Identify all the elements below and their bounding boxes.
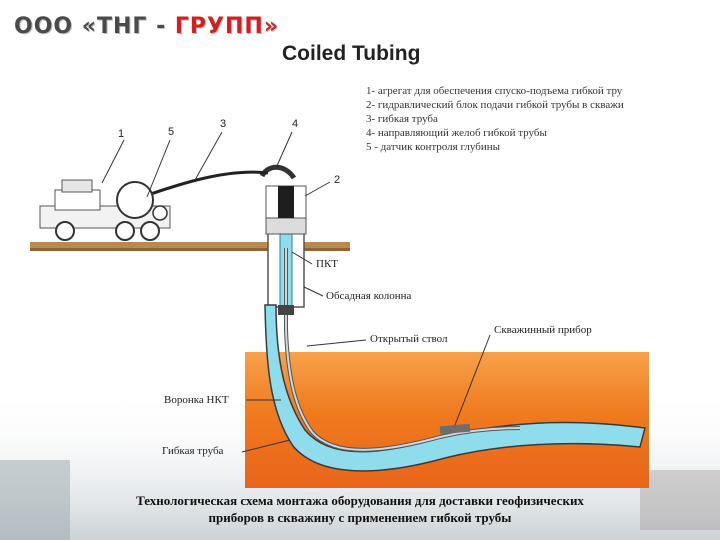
wheel xyxy=(55,221,75,241)
background-building xyxy=(0,460,70,540)
company-logo: ООО «ТНГ - ГРУПП» xyxy=(14,14,279,39)
callout-number: 2 xyxy=(334,174,341,186)
legend-item: 3- гибкая труба xyxy=(366,113,438,125)
background-vehicle xyxy=(640,470,720,530)
truck-cab xyxy=(54,189,101,211)
label-casing: Обсадная колонна xyxy=(326,290,412,302)
reel-drum xyxy=(116,181,154,219)
logo-text: ООО «ТНГ - xyxy=(14,14,167,39)
wellhead xyxy=(265,215,307,235)
truck-cabin xyxy=(61,179,93,193)
legend-item: 2- гидравлический блок подачи гибкой тру… xyxy=(366,99,624,111)
caption-line: Технологическая схема монтажа оборудован… xyxy=(136,493,584,508)
legend-item: 5 - датчик контроля глубины xyxy=(366,141,501,153)
callout-number: 5 xyxy=(168,126,175,138)
logo-text-accent: ГРУПП» xyxy=(174,14,280,39)
label-open-hole: Открытый ствол xyxy=(370,333,448,345)
open-hole-wellbore xyxy=(264,304,646,472)
coiled-tubing-highlight xyxy=(285,248,521,451)
slide-title: Coiled Tubing xyxy=(282,42,421,65)
label-funnel: Воронка НКТ xyxy=(164,394,229,406)
caption-line: приборов в скважину с применением гибкой… xyxy=(208,510,512,525)
callout-number: 1 xyxy=(118,128,125,140)
nkt-funnel xyxy=(278,305,294,315)
caption: Технологическая схема монтажа оборудован… xyxy=(60,492,660,526)
ground-shadow xyxy=(30,248,350,251)
legend-item: 1- агрегат для обеспечения спуско-подъем… xyxy=(366,85,623,97)
depth-sensor xyxy=(152,205,168,221)
wheel xyxy=(115,221,135,241)
label-coiled-tube: Гибкая труба xyxy=(162,445,224,457)
wheel xyxy=(140,221,160,241)
label-pkt: ПКТ xyxy=(316,258,338,270)
downhole-tool xyxy=(439,423,471,435)
legend: 1- агрегат для обеспечения спуско-подъем… xyxy=(366,84,716,154)
callout-number: 3 xyxy=(220,118,227,130)
injector-head xyxy=(278,186,294,218)
formation-layer xyxy=(245,352,649,488)
legend-item: 4- направляющий желоб гибкой трубы xyxy=(366,127,547,139)
leader-lines xyxy=(101,131,491,453)
callout-number: 4 xyxy=(292,118,299,130)
label-downhole-tool: Скважинный прибор xyxy=(494,324,592,336)
ground-surface xyxy=(30,242,350,248)
